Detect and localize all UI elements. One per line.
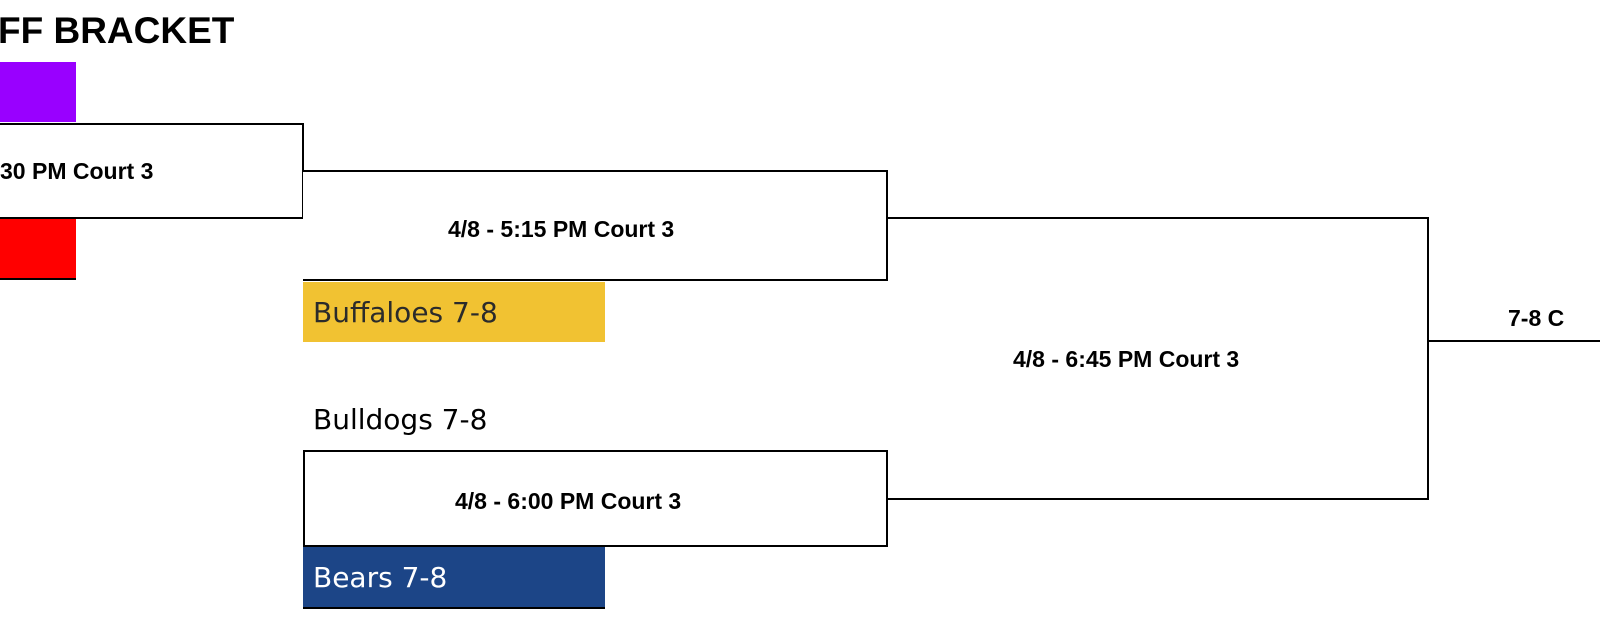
game-label-final: 4/8 - 6:45 PM Court 3 xyxy=(1013,346,1240,372)
game-label-semifinal-2: 4/8 - 6:00 PM Court 3 xyxy=(455,488,682,514)
connector-line xyxy=(1427,217,1429,500)
game-box-semifinal-2: 4/8 - 6:00 PM Court 3 xyxy=(303,450,888,547)
connector-line xyxy=(1427,340,1600,342)
game-label-semifinal-1: 4/8 - 5:15 PM Court 3 xyxy=(448,216,675,242)
connector-line xyxy=(887,217,1429,219)
team-slot-purple xyxy=(0,62,76,122)
team-name-buffaloes: Buffaloes 7-8 xyxy=(313,295,498,329)
team-name-bears: Bears 7-8 xyxy=(313,560,448,594)
team-slot-red xyxy=(0,219,76,280)
game-label-championship: 7-8 C xyxy=(1508,305,1565,331)
game-label-round1: 30 PM Court 3 xyxy=(0,158,154,184)
team-slot-bears: Bears 7-8 xyxy=(303,547,605,609)
bracket-title: FF BRACKET xyxy=(0,10,235,51)
game-box-round1: 30 PM Court 3 xyxy=(0,123,304,219)
game-box-semifinal-1: 4/8 - 5:15 PM Court 3 xyxy=(303,170,888,281)
connector-line xyxy=(887,498,1429,500)
team-slot-bulldogs: Bulldogs 7-8 xyxy=(303,388,605,451)
team-slot-buffaloes: Buffaloes 7-8 xyxy=(303,282,605,342)
team-name-bulldogs: Bulldogs 7-8 xyxy=(313,403,488,436)
